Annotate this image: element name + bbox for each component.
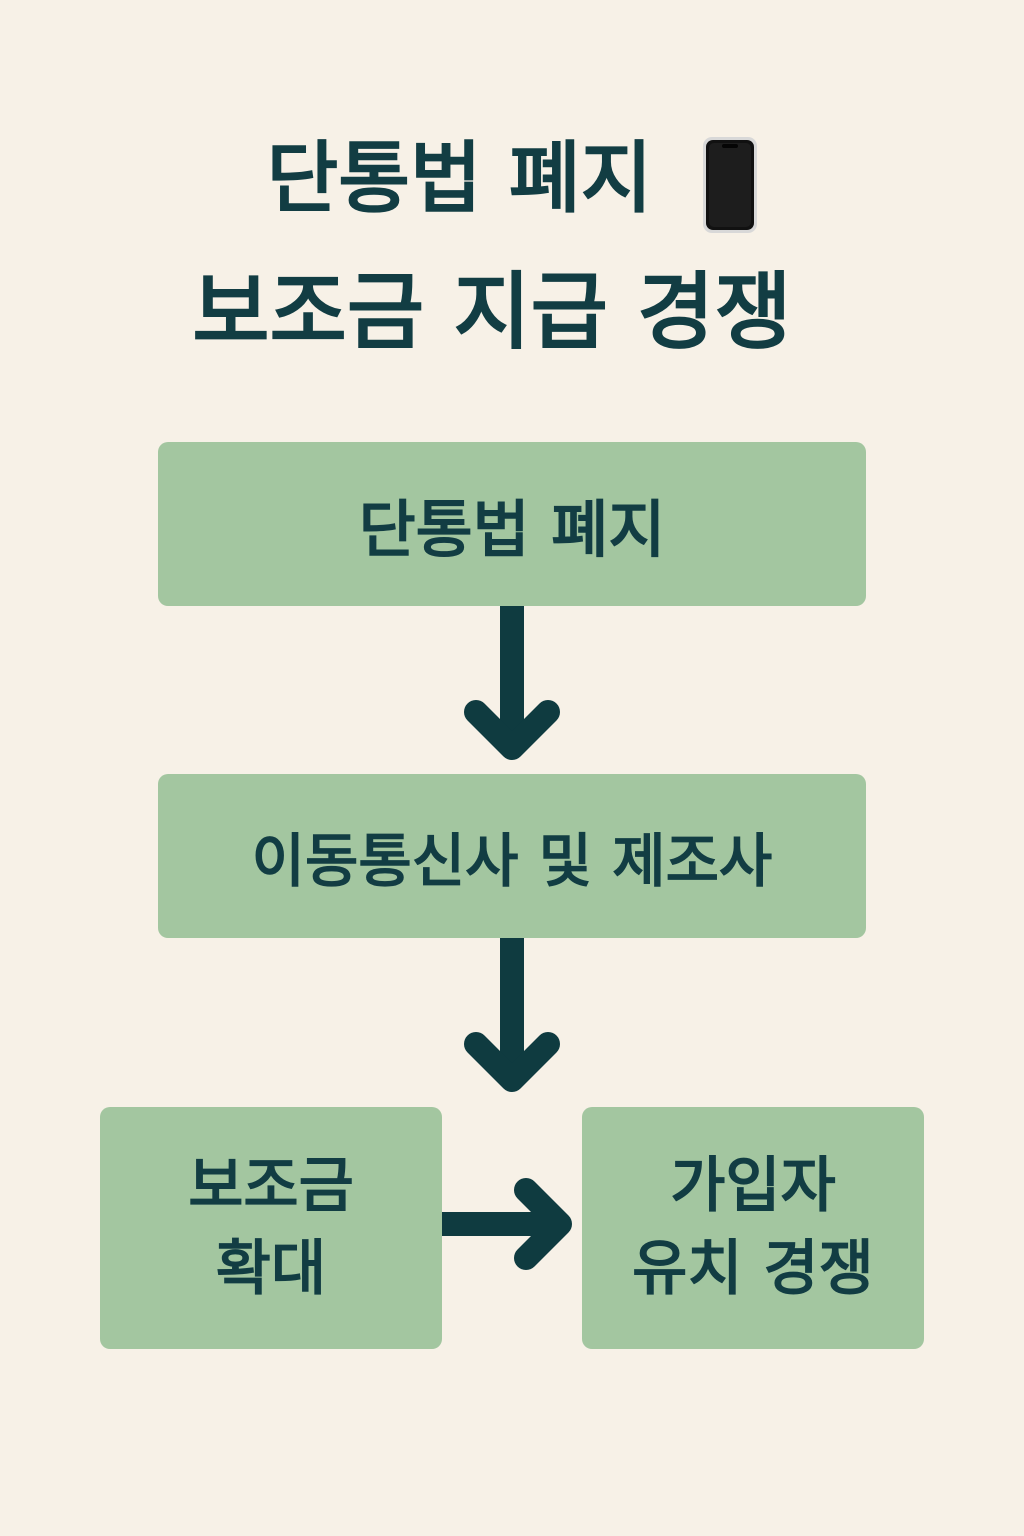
flow-box-label: 단통법 폐지 [358,493,666,566]
down-arrow-icon-2 [464,938,560,1092]
flow-box-subsidy-expansion: 보조금 확대 [100,1107,442,1349]
page-title-line-1: 단통법 폐지 [0,137,1024,247]
flow-box-label: 이동통신사 및 제조사 [251,827,773,895]
down-arrow-icon-1 [464,606,560,760]
smartphone-icon [702,136,758,247]
flow-box-label: 보조금 확대 [188,1151,354,1304]
flow-box-label: 가입자 유치 경쟁 [632,1151,874,1304]
right-arrow-icon [442,1178,572,1270]
title-text-1: 단통법 폐지 [266,134,653,224]
flow-box-carriers-manufacturers: 이동통신사 및 제조사 [158,774,866,938]
flow-box-subscriber-competition: 가입자 유치 경쟁 [582,1107,924,1349]
flow-box-abolition: 단통법 폐지 [158,442,866,606]
page-title-line-2: 보조금 지급 경쟁 [192,263,792,361]
